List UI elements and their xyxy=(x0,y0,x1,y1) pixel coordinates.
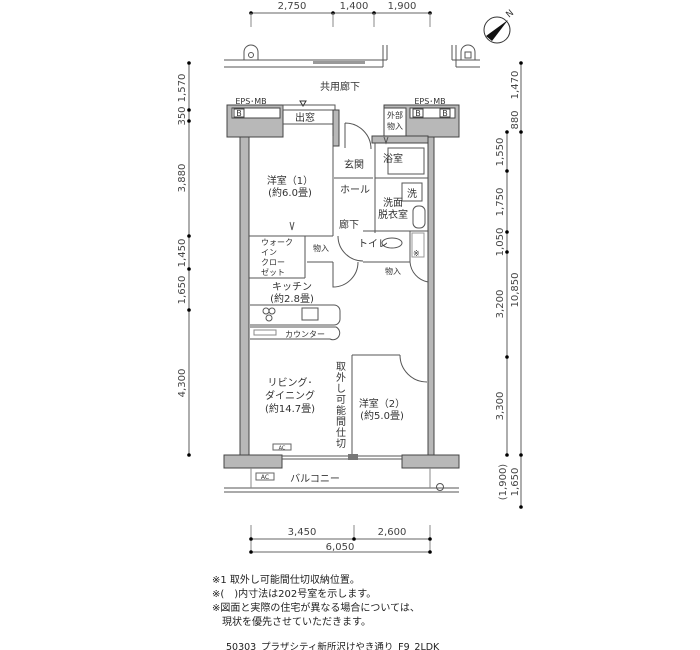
dim-bottom-total: 6,050 xyxy=(326,542,355,553)
dim-right-inner-5: 3,300 xyxy=(495,392,506,421)
ac-label-balcony: AC xyxy=(261,474,269,481)
dim-right-outer-alt: (1,900) xyxy=(498,464,509,501)
eps-right-label: EPS･MB xyxy=(414,97,445,106)
interior-walls xyxy=(249,136,429,455)
hall-label: ホール xyxy=(340,184,370,196)
dim-left-1: 1,570 xyxy=(177,74,188,103)
eps-left-label: EPS･MB xyxy=(235,97,266,106)
dim-left-3: 3,880 xyxy=(177,164,188,193)
kitchen-counter xyxy=(250,304,341,341)
western-room-2-label: 洋室（2）(約5.0畳) xyxy=(359,397,405,422)
note-2: ※( )内寸法は202号室を示します。 xyxy=(212,587,376,600)
compass-icon: N xyxy=(483,8,517,44)
bath-label: 浴室 xyxy=(383,152,403,165)
storage-1-label: 物入 xyxy=(313,243,329,253)
note-3: ※図面と実際の住宅が異なる場合については、 xyxy=(212,601,420,614)
entrance-label: 玄関 xyxy=(344,158,364,171)
balcony xyxy=(223,454,460,493)
top-dimensions: 2,750 1,400 1,900 xyxy=(249,1,432,27)
removable-partition-label: 取外し可能間仕切 xyxy=(336,361,346,450)
dim-left-4: 1,450 xyxy=(177,239,188,268)
notes: ※1 取外し可能間仕切収納位置。 ※( )内寸法は202号室を示します。 ※図面… xyxy=(212,573,440,650)
note-1: ※1 取外し可能間仕切収納位置。 xyxy=(212,573,360,586)
living-dining-label: リビング･ダイニング(約14.7畳) xyxy=(265,376,315,415)
dim-right-inner-1: 1,550 xyxy=(495,138,506,167)
right-dimensions: 1,550 1,750 1,050 3,200 3,300 1,470 880 … xyxy=(495,61,523,509)
storage-2-label: 物入 xyxy=(385,266,401,276)
dim-right-outer-1: 1,470 xyxy=(510,71,521,100)
left-dimensions: 1,570 350 3,880 1,450 1,650 4,300 xyxy=(177,61,191,457)
dim-top-2: 1,400 xyxy=(340,1,369,12)
svg-text:B: B xyxy=(415,109,421,118)
dim-right-inner-2: 1,750 xyxy=(495,188,506,217)
bottom-dimensions: 3,450 2,600 6,050 xyxy=(249,525,432,554)
common-corridor-label: 共用廊下 xyxy=(320,80,360,93)
washer-label: 洗 xyxy=(407,188,417,200)
dim-right-outer-3: 1,650 xyxy=(510,468,521,497)
dim-left-5: 1,650 xyxy=(177,276,188,305)
kitchen-label: キッチン(約2.8畳) xyxy=(270,281,314,305)
dim-top-3: 1,900 xyxy=(388,1,417,12)
common-corridor-walls xyxy=(224,44,480,68)
note-4: 現状を優先させていただきます。 xyxy=(212,615,371,628)
toilet-label: トイレ xyxy=(358,239,388,250)
counter-label: カウンター xyxy=(285,330,325,339)
dim-top-1: 2,750 xyxy=(278,1,307,12)
balcony-label: バルコニー xyxy=(290,473,340,485)
meter-box-label: B xyxy=(236,109,242,118)
dim-right-outer-2: 880 xyxy=(510,110,521,129)
dim-right-inner-4: 3,200 xyxy=(495,290,506,319)
dim-left-6: 4,300 xyxy=(177,369,188,398)
svg-text:N: N xyxy=(505,8,517,20)
plan-caption: 50303_プラザシティ新所沢けやき通り_F9_2LDK xyxy=(226,641,440,650)
hallway-label: 廊下 xyxy=(339,218,359,231)
dim-bottom-1: 3,450 xyxy=(288,527,317,538)
washroom-label: 洗面脱衣室 xyxy=(378,197,408,221)
dim-bottom-2: 2,600 xyxy=(378,527,407,538)
dim-right-inner-3: 1,050 xyxy=(495,228,506,257)
note-mark: ※ xyxy=(413,249,420,258)
dim-right-outer-total: 10,850 xyxy=(510,273,521,308)
outdoor-storage-label: 外部物入 xyxy=(387,110,403,131)
dim-left-2: 350 xyxy=(177,106,188,125)
ac-label-indoor: AC xyxy=(279,446,286,452)
bay-window-label: 出窓 xyxy=(295,111,315,124)
western-room-1-label: 洋室（1）(約6.0畳) xyxy=(267,174,313,199)
walk-in-closet-label: ウォークインクローゼット xyxy=(261,238,293,277)
svg-text:B: B xyxy=(442,109,448,118)
